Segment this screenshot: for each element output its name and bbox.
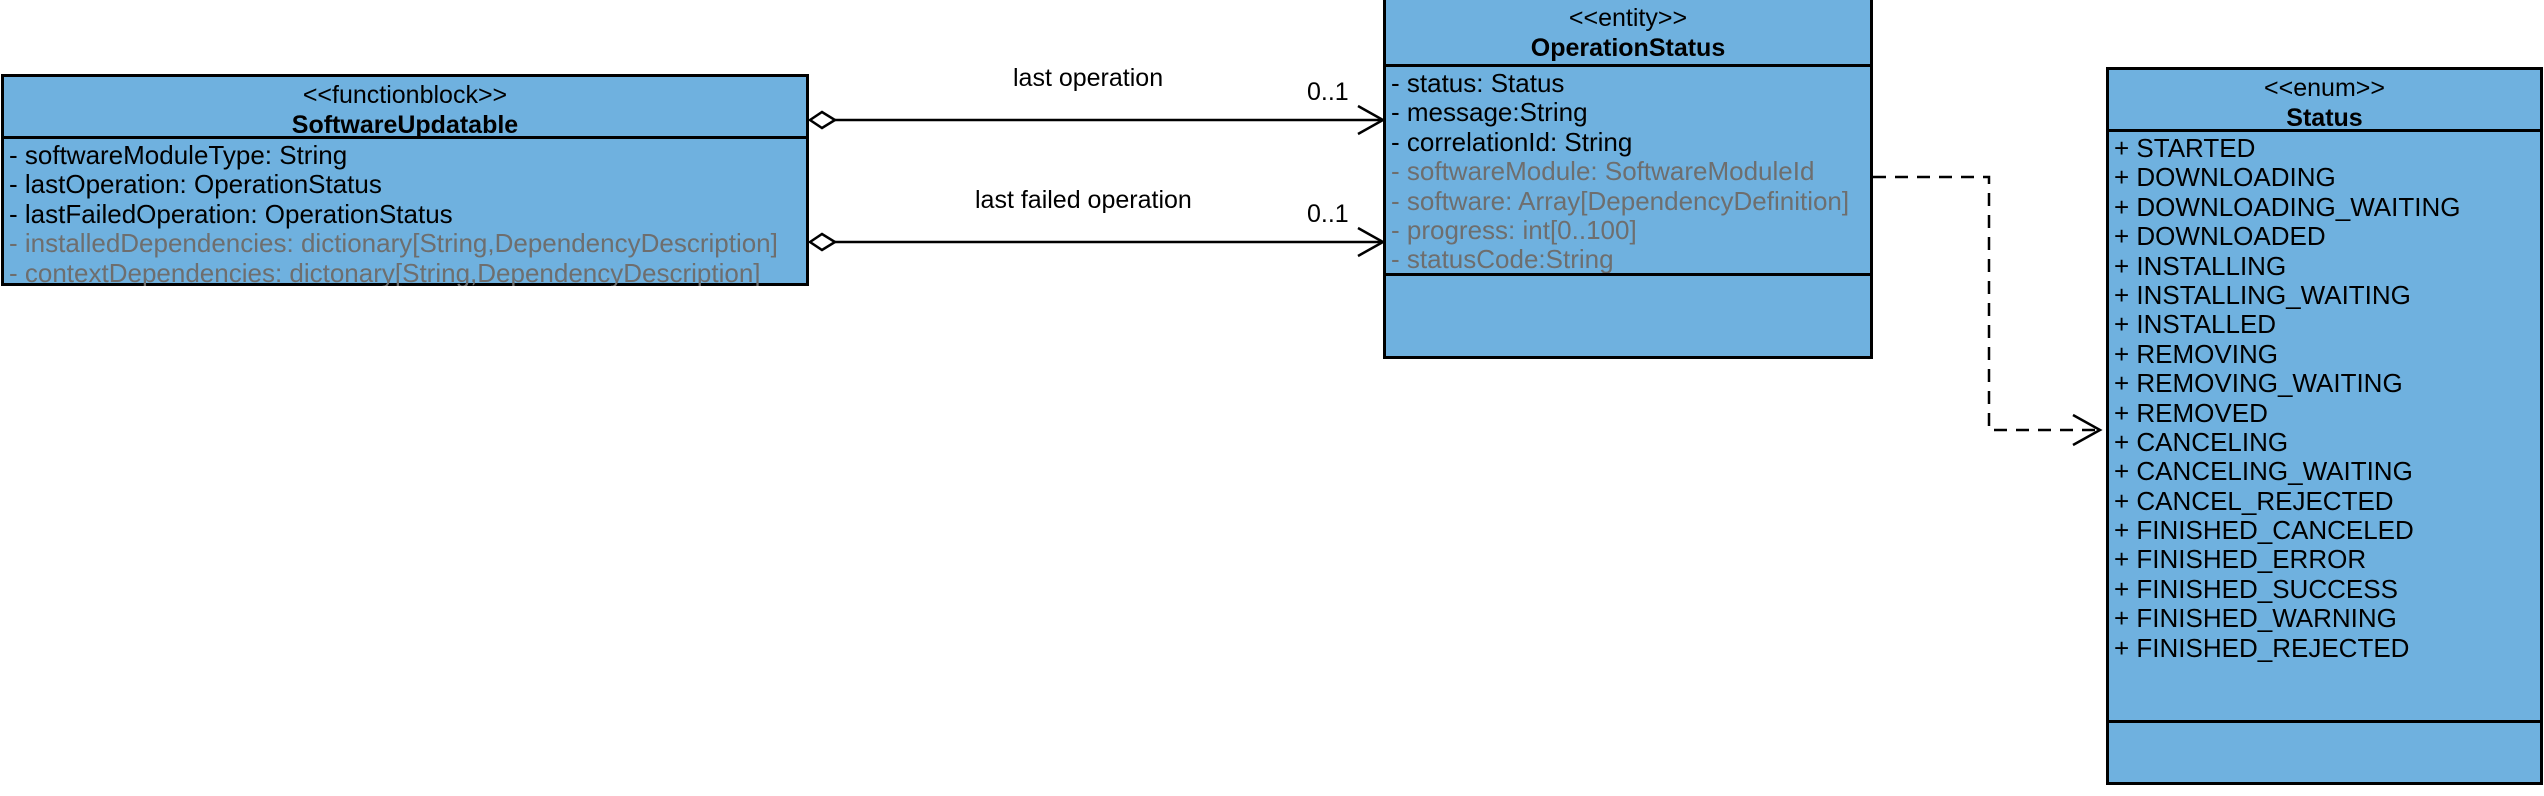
attribute-row: - softwareModuleType: String — [9, 140, 348, 170]
enum-literal-row: + CANCEL_REJECTED — [2114, 485, 2394, 516]
class-box-operation-status[interactable]: <<entity>> OperationStatus - status: Sta… — [1383, 0, 1873, 359]
attribute-row: - status: Status — [1391, 68, 1565, 98]
open-arrowhead-icon — [2072, 413, 2103, 447]
class-box-status-enum[interactable]: <<enum>> Status + STARTED+ DOWNLOADING+ … — [2106, 67, 2543, 785]
enum-literal-row: + REMOVING_WAITING — [2114, 368, 2403, 399]
attribute-row: - correlationId: String — [1391, 126, 1633, 157]
association-multiplicity-last-failed-operation: 0..1 — [1307, 200, 1349, 228]
attribute-row: - lastOperation: OperationStatus — [9, 169, 382, 200]
association-last-operation — [807, 104, 1386, 136]
attribute-row: - software: Array[DependencyDefinition] — [1391, 185, 1850, 216]
attribute-row: - message:String — [1391, 97, 1588, 128]
association-last-failed-operation — [807, 226, 1386, 258]
enum-literal-row: + INSTALLED — [2114, 309, 2277, 340]
open-arrowhead-icon — [1357, 226, 1386, 258]
enum-literal-row: + REMOVED — [2114, 397, 2268, 428]
attribute-row: - progress: int[0..100] — [1391, 214, 1637, 245]
attribute-row: - softwareModule: SoftwareModuleId — [1391, 156, 1815, 187]
class-name-label: SoftwareUpdatable — [291, 110, 519, 139]
dependency-dashed-line — [1873, 175, 2098, 432]
enum-literal-row: + INSTALLING — [2114, 250, 2287, 281]
stereotype-label: <<enum>> — [2264, 74, 2385, 102]
association-multiplicity-last-operation: 0..1 — [1307, 78, 1349, 106]
aggregation-diamond-icon — [807, 232, 838, 252]
class-name-label: OperationStatus — [1530, 33, 1726, 62]
attribute-row: - installedDependencies: dictionary[Stri… — [9, 228, 778, 259]
stereotype-label: <<entity>> — [1568, 4, 1688, 32]
attributes-compartment-software-updatable: - softwareModuleType: String- lastOperat… — [4, 139, 806, 286]
association-label-last-operation: last operation — [1013, 64, 1164, 92]
aggregation-diamond-icon — [807, 110, 838, 130]
class-header-software-updatable: <<functionblock>> SoftwareUpdatable — [4, 77, 806, 139]
class-name-label: Status — [2286, 103, 2363, 132]
dependency-operationstatus-to-status — [1873, 175, 2103, 447]
enum-literal-row: + INSTALLING_WAITING — [2114, 279, 2411, 310]
class-box-software-updatable[interactable]: <<functionblock>> SoftwareUpdatable - so… — [1, 74, 809, 286]
enum-literal-row: + FINISHED_SUCCESS — [2114, 573, 2398, 604]
attribute-row: - contextDependencies: dictonary[String,… — [9, 257, 761, 286]
attributes-compartment-operation-status: - status: Status- message:String- correl… — [1386, 67, 1870, 273]
enum-literal-row: + DOWNLOADING_WAITING — [2114, 191, 2461, 222]
open-arrowhead-icon — [1357, 104, 1386, 136]
attribute-row: - statusCode:String — [1391, 244, 1614, 273]
association-label-last-failed-operation: last failed operation — [975, 186, 1192, 214]
enum-literal-row: + CANCELING — [2114, 426, 2289, 457]
enum-literal-row: + REMOVING — [2114, 338, 2278, 369]
stereotype-label: <<functionblock>> — [302, 81, 508, 109]
class-header-operation-status: <<entity>> OperationStatus — [1386, 0, 1870, 67]
enum-literal-row: + DOWNLOADING — [2114, 162, 2336, 193]
enum-literal-row: + FINISHED_ERROR — [2114, 544, 2367, 575]
enum-literal-row: + STARTED — [2114, 133, 2256, 163]
class-header-status-enum: <<enum>> Status — [2109, 70, 2540, 132]
enum-literal-row: + FINISHED_CANCELED — [2114, 515, 2414, 546]
attribute-row: - lastFailedOperation: OperationStatus — [9, 198, 453, 229]
literals-compartment-status-enum: + STARTED+ DOWNLOADING+ DOWNLOADING_WAIT… — [2109, 132, 2540, 720]
enum-literal-row: + FINISHED_WARNING — [2114, 603, 2397, 634]
enum-literal-row: + DOWNLOADED — [2114, 221, 2326, 252]
operations-compartment-operation-status — [1386, 273, 1870, 356]
enum-literal-row: + CANCELING_WAITING — [2114, 456, 2413, 487]
enum-literal-row: + FINISHED_REJECTED — [2114, 632, 2410, 663]
operations-compartment-status-enum — [2109, 720, 2540, 785]
